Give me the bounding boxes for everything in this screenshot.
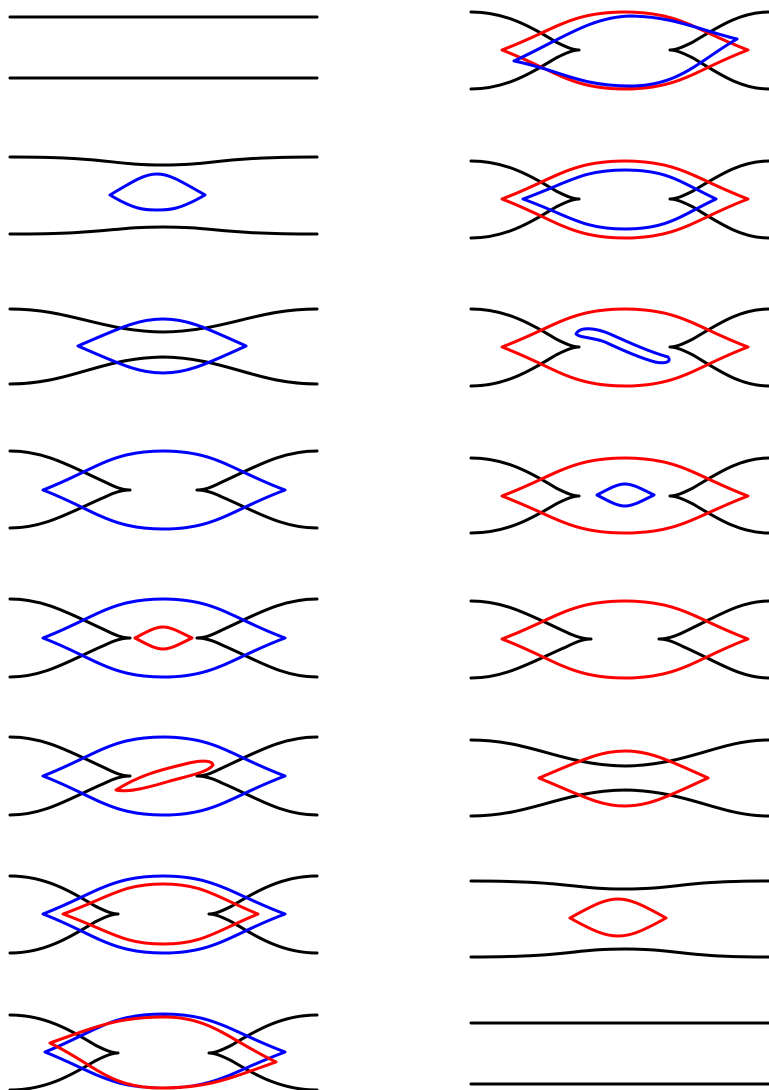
black-curve-right: [668, 159, 769, 240]
blue-curve: [521, 168, 718, 231]
blue-curve: [108, 172, 207, 212]
panel-right-2: [469, 159, 769, 240]
panel-right-8: [469, 1021, 769, 1086]
panel-left-6: [8, 735, 319, 817]
panel-left-3: [8, 307, 319, 386]
red-curve: [48, 1015, 278, 1090]
red-curve: [500, 307, 750, 388]
blue-curve: [41, 449, 287, 531]
black-curve-right: [207, 1013, 319, 1090]
red-curve: [500, 10, 750, 91]
panel-right-3: [469, 307, 769, 388]
blue-curve: [43, 1012, 287, 1090]
black-curve-bottom: [8, 225, 319, 236]
black-curve-right: [195, 597, 319, 679]
panel-right-1: [469, 10, 769, 91]
black-curve-right: [668, 10, 769, 91]
red-curve: [500, 159, 750, 240]
black-curve-top: [469, 738, 769, 768]
black-curve-left: [8, 597, 132, 679]
black-curve-bottom: [469, 947, 769, 959]
red-curve: [133, 625, 194, 651]
red-curve: [61, 882, 260, 946]
blue-curve: [574, 327, 671, 365]
panel-left-5: [8, 597, 319, 679]
panel-left-1: [8, 15, 319, 80]
blue-curve: [41, 597, 287, 679]
black-curve-right: [195, 735, 319, 817]
black-curve-left: [8, 735, 132, 817]
blue-curve: [41, 874, 287, 955]
panel-left-7: [8, 874, 319, 955]
black-curve-right: [668, 307, 769, 388]
black-curve-top: [8, 155, 319, 167]
panel-right-4: [469, 456, 769, 535]
panel-left-4: [8, 449, 319, 531]
black-curve-right: [657, 599, 769, 680]
blue-curve: [76, 317, 248, 375]
panel-left-2: [8, 155, 319, 236]
panel-right-6: [469, 738, 769, 818]
blue-curve: [41, 735, 287, 817]
black-curve-bottom: [469, 788, 769, 818]
black-curve-left: [469, 307, 581, 388]
red-curve: [500, 456, 750, 535]
black-curve-left: [469, 10, 581, 91]
black-curve-left: [469, 599, 593, 680]
blue-curve: [595, 482, 656, 508]
black-curve-right: [195, 449, 319, 530]
panel-right-5: [469, 599, 769, 680]
panel-right-7: [469, 879, 769, 959]
red-curve: [500, 599, 750, 680]
black-curve-top: [469, 879, 769, 891]
black-curve-left: [469, 456, 581, 535]
blue-curve: [512, 14, 739, 88]
black-curve-left: [469, 159, 581, 240]
red-curve: [537, 749, 710, 808]
black-curve-left: [8, 449, 132, 530]
panel-left-8: [8, 1012, 319, 1090]
red-curve: [568, 897, 668, 938]
black-curve-bottom: [8, 355, 319, 386]
black-curve-left: [8, 874, 120, 955]
red-curve: [114, 759, 215, 793]
black-curve-left: [8, 1013, 120, 1090]
black-curve-top: [8, 307, 319, 334]
black-curve-right: [668, 456, 769, 535]
black-curve-right: [207, 874, 319, 955]
